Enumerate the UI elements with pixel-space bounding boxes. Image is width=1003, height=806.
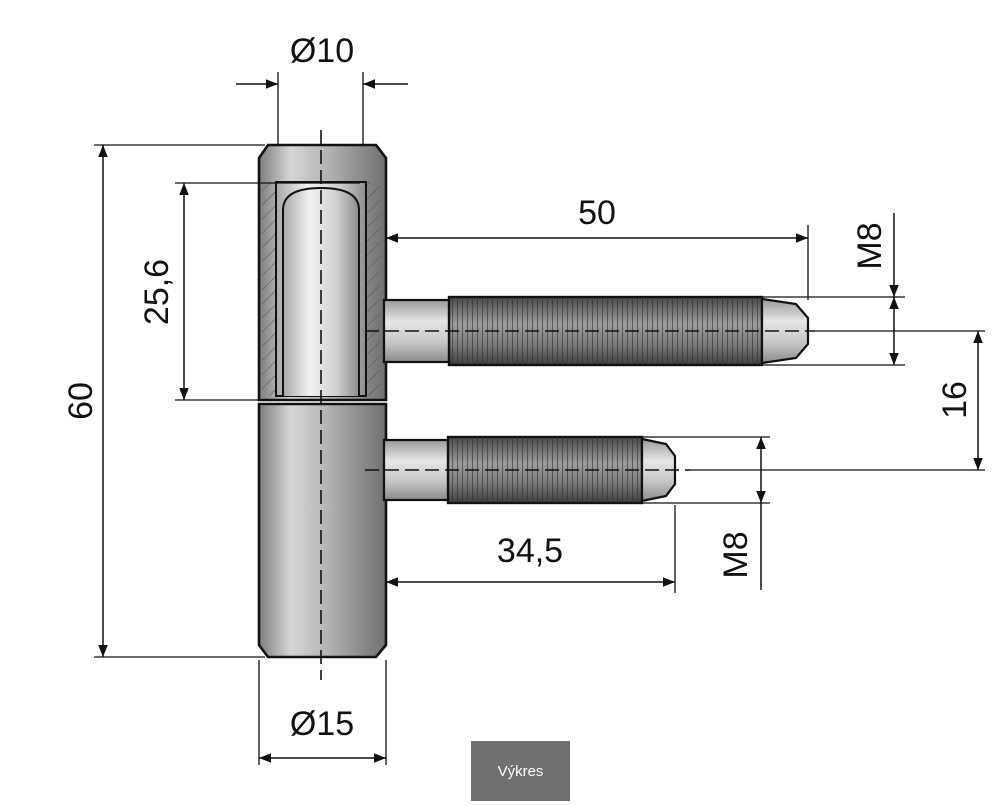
dim-upper-pin-length-label: 50: [578, 194, 616, 232]
lower-body: [257, 402, 388, 659]
tab-vykres[interactable]: Výkres: [471, 741, 570, 801]
dim-body-diameter-label: Ø15: [290, 705, 354, 743]
dim-pin-spacing-label: 16: [936, 381, 974, 419]
dimension-lines: [98, 79, 983, 763]
dim-sleeve-height-label: 25,6: [138, 259, 176, 325]
dim-lower-pin-length-label: 34,5: [497, 532, 563, 570]
center-lines: [320, 130, 815, 680]
dim-lower-thread-label: M8: [717, 531, 755, 578]
dim-pin-diameter-label: Ø10: [290, 32, 354, 70]
dim-total-height-label: 60: [62, 382, 100, 420]
dim-upper-thread-label: M8: [851, 222, 889, 269]
upper-sleeve: [257, 143, 388, 402]
extension-lines: [94, 72, 985, 765]
